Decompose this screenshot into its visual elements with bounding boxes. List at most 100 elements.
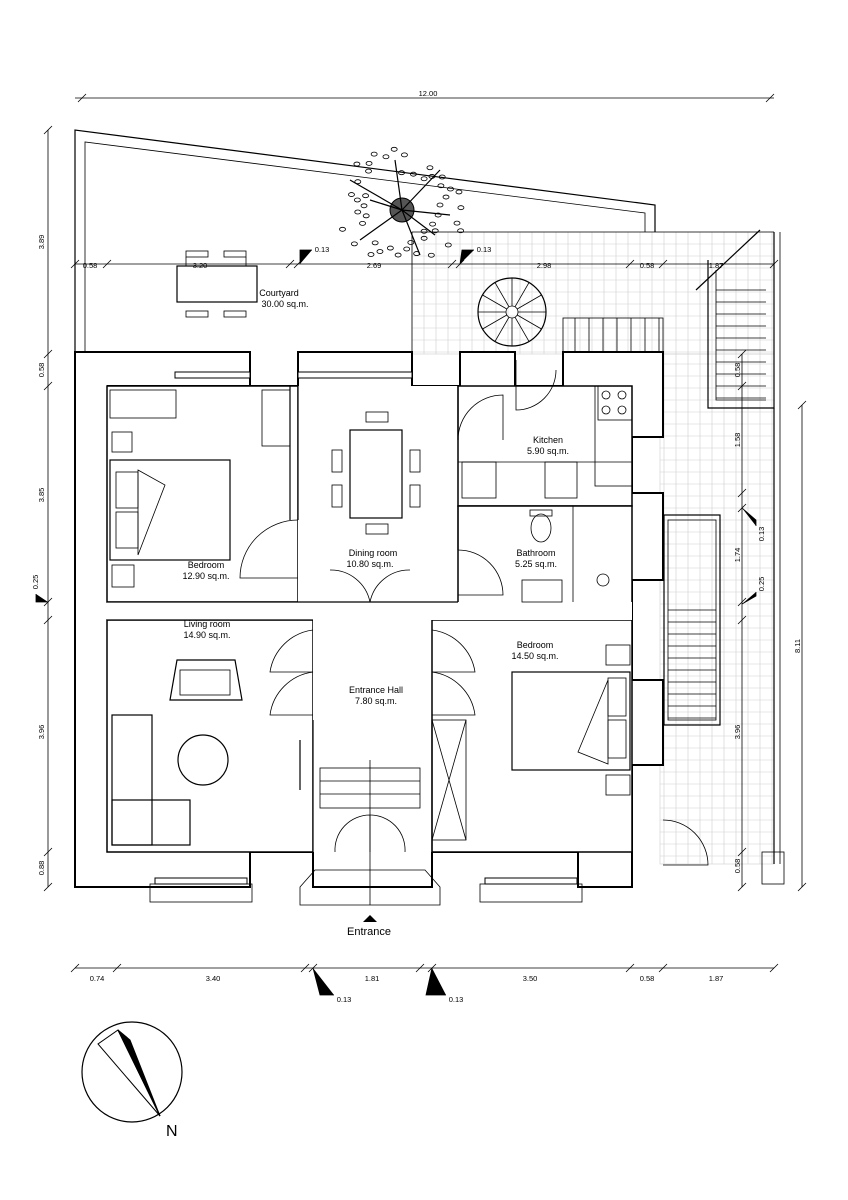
dim-tick [625, 259, 635, 269]
leaf [447, 186, 454, 192]
bed-nw [109, 389, 291, 588]
leaf [362, 193, 370, 199]
entrance-arrow-icon [363, 915, 377, 922]
dim-b-3: 1.81 [365, 974, 380, 983]
dim-tick [797, 400, 807, 410]
bathroom-fixtures [521, 506, 610, 603]
dim-tick [737, 349, 747, 359]
spiral-tread [482, 314, 508, 330]
dim-c-6: 2.98 [537, 261, 552, 270]
dim-tick [737, 882, 747, 892]
dim-tick [769, 259, 779, 269]
spiral-tread [494, 282, 510, 308]
leaf [376, 249, 384, 254]
leaf [353, 161, 361, 167]
dim-overall-top: 12.00 [419, 89, 438, 98]
living-area: 14.90 sq.m. [183, 630, 230, 640]
leaf [431, 228, 439, 234]
dim-c-4: 2.69 [367, 261, 382, 270]
dim-tick [737, 381, 747, 391]
spiral-tread [494, 316, 510, 342]
leaf [434, 212, 442, 218]
leaf [354, 209, 362, 215]
dim-tick [43, 349, 53, 359]
dim-r-1: 0.58 [733, 363, 742, 378]
leader-c-5 [459, 249, 474, 265]
leaf [409, 171, 417, 177]
dim-c-2: 3.20 [193, 261, 208, 270]
dim-r-total: 8.11 [793, 639, 802, 653]
leader-c-3 [299, 249, 312, 264]
dim-tick [658, 963, 668, 973]
dim-tick [737, 847, 747, 857]
dim-tick [285, 259, 295, 269]
hall-label: Entrance Hall [349, 685, 403, 695]
leaf [382, 154, 390, 160]
leaf [426, 165, 434, 171]
dim-tick [112, 963, 122, 973]
spiral-tread [516, 294, 542, 310]
bedroom-se-label: Bedroom [517, 640, 554, 650]
dimension-lines [43, 93, 807, 973]
leaf [444, 242, 452, 248]
leaf [437, 183, 445, 189]
dim-tick [415, 963, 425, 973]
leaf [407, 240, 415, 245]
dim-tick [43, 615, 53, 625]
dim-tick [737, 488, 747, 498]
dim-l-6: 0.88 [37, 861, 46, 876]
courtyard-label: Courtyard [259, 288, 299, 298]
interior-spaces [106, 385, 633, 853]
dim-tick [43, 882, 53, 892]
entrance-label: Entrance [347, 926, 391, 938]
leader-r-5 [741, 592, 757, 605]
leaf [427, 252, 435, 258]
bedroom-nw-label: Bedroom [188, 560, 225, 570]
dining-table [331, 411, 421, 535]
dim-tick [737, 597, 747, 607]
dim-tick [447, 259, 457, 269]
leaf [365, 160, 373, 166]
leaf [438, 174, 446, 180]
leaf [420, 235, 428, 241]
terrace-stair-east [695, 229, 775, 409]
courtyard-boundary [74, 129, 774, 354]
leaf [455, 189, 463, 195]
dim-tick [43, 381, 53, 391]
leaf [360, 203, 368, 209]
leaf [428, 174, 436, 179]
spiral-tread [516, 314, 542, 330]
dim-tick [737, 615, 747, 625]
dim-c-5: 0.13 [477, 245, 492, 254]
leaf [370, 151, 378, 157]
dim-tick [43, 847, 53, 857]
dim-r-2: 1.58 [733, 433, 742, 448]
leaf [457, 205, 465, 211]
dim-tick [765, 93, 775, 103]
leaf [436, 202, 444, 208]
dim-tick [797, 882, 807, 892]
dim-c-8: 1.87 [709, 261, 724, 270]
dining-area: 10.80 sq.m. [346, 559, 393, 569]
north-arrow-icon [81, 1021, 183, 1123]
kitchen-fixtures [458, 385, 633, 499]
leaf [442, 194, 450, 200]
leader-small-1 [312, 967, 334, 996]
dining-label: Dining room [349, 548, 398, 558]
dim-b-5: 0.58 [640, 974, 655, 983]
leaf [354, 179, 362, 185]
bedroom-se-area: 14.50 sq.m. [511, 651, 558, 661]
kitchen-area: 5.90 sq.m. [527, 446, 569, 456]
leaf [413, 251, 421, 256]
dim-l-1: 3.89 [37, 235, 46, 250]
dim-b-1: 0.74 [90, 974, 105, 983]
leaf [348, 192, 355, 197]
dim-r-7: 0.58 [733, 859, 742, 874]
dim-l-4: 0.25 [31, 575, 40, 590]
dim-c-1: 0.58 [83, 261, 98, 270]
dim-tick [77, 93, 87, 103]
leaf [390, 146, 398, 152]
bathroom-label: Bathroom [516, 548, 555, 558]
spiral-tread [514, 282, 530, 308]
